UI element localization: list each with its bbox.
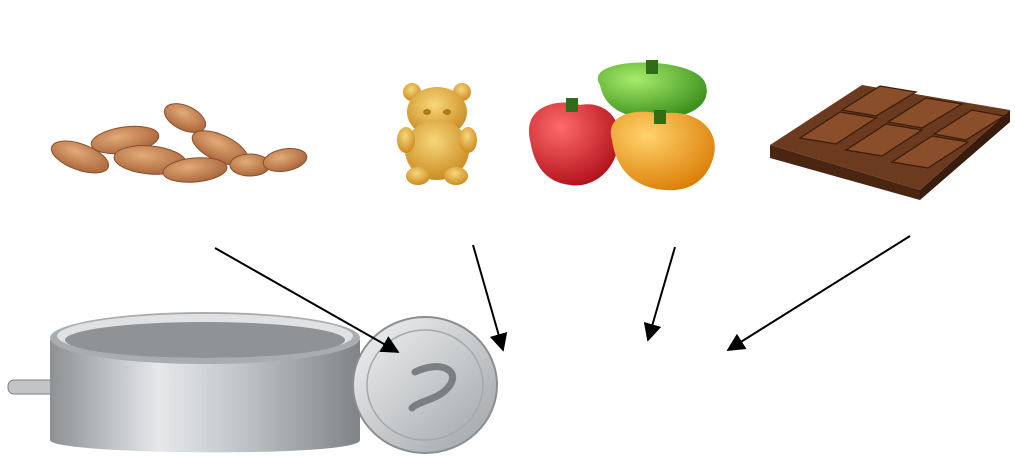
arrow-gummy-to-pot (473, 245, 503, 350)
almonds-icon (47, 98, 308, 185)
arrow-peppers-to-pot (648, 247, 675, 340)
cooking-pot-icon (8, 312, 497, 453)
arrow-chocolate-to-pot (728, 236, 910, 350)
chocolate-bar-icon (770, 85, 1010, 200)
bell-peppers-icon (529, 60, 715, 190)
gummy-bear-icon (397, 83, 477, 185)
